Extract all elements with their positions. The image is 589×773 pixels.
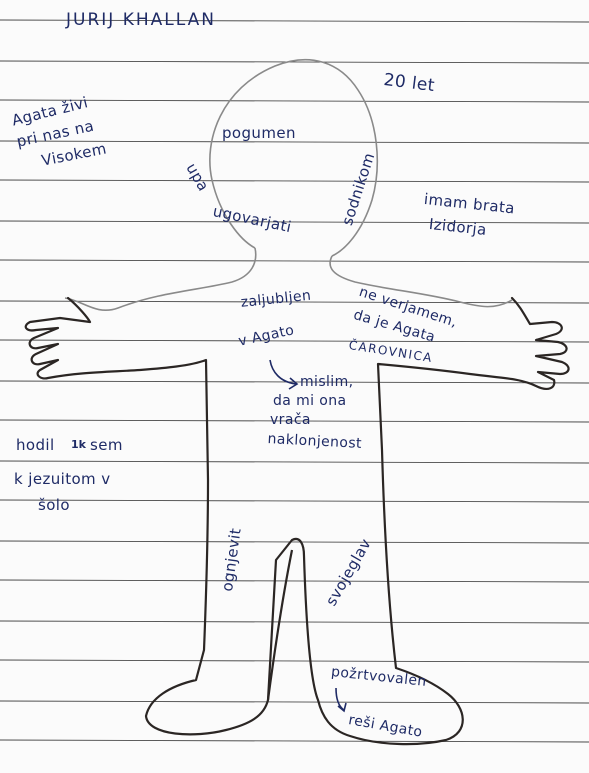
ruled-line <box>0 221 589 223</box>
ruled-line <box>0 340 589 342</box>
ruled-line <box>0 461 589 463</box>
ruled-line <box>0 180 589 182</box>
ruled-line <box>0 621 589 623</box>
note-line: da mi ona <box>273 393 347 409</box>
head-word: pogumen <box>222 124 296 142</box>
note-line: vrača <box>270 412 311 428</box>
ruled-line <box>0 740 589 742</box>
ruled-line <box>0 701 589 703</box>
body-outline <box>26 298 569 744</box>
ruled-line <box>0 500 589 502</box>
note-line: mislim, <box>300 374 354 390</box>
page-title: JURIJ KHALLAN <box>66 10 216 30</box>
note-line: k jezuitom v <box>14 470 111 488</box>
ruled-line <box>0 100 589 102</box>
ruled-line <box>0 260 589 262</box>
ruled-line <box>0 541 589 543</box>
ruled-line <box>0 660 589 662</box>
ruled-line <box>0 580 589 582</box>
scribble-mark: 1k <box>71 438 87 451</box>
note-word: sem <box>90 436 123 454</box>
note-word: hodil <box>16 436 55 454</box>
note-line: šolo <box>38 496 70 514</box>
